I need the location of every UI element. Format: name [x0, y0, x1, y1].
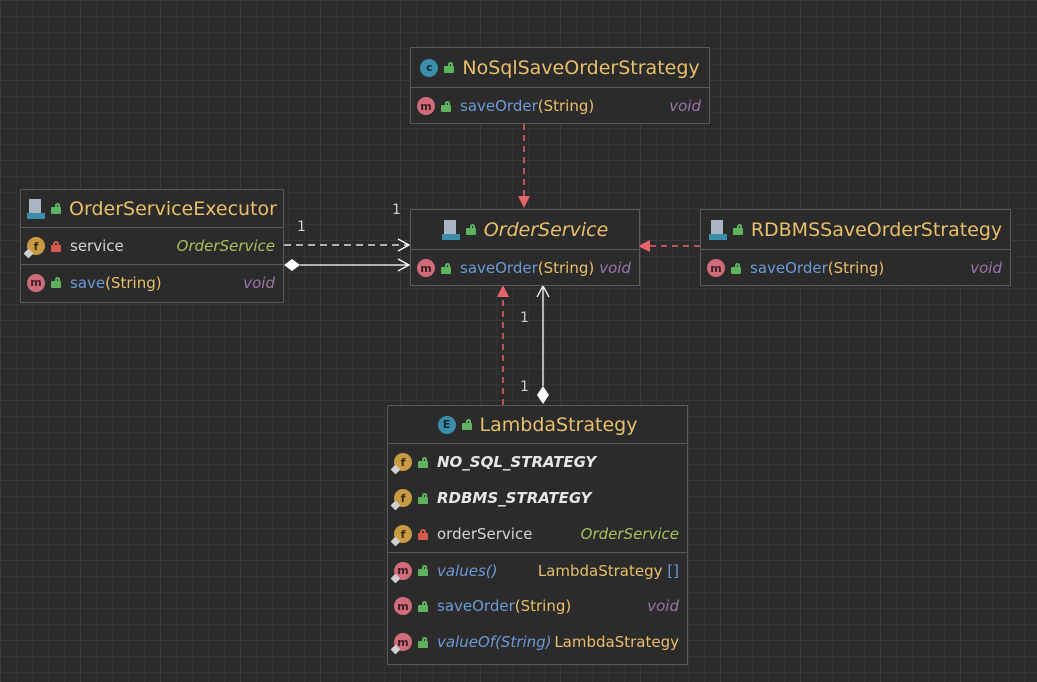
public-lock-icon [418, 636, 428, 648]
method-name: valueOf [437, 633, 496, 651]
private-lock-icon [51, 240, 61, 252]
class-header: OrderService [411, 210, 639, 250]
method-params: (String) [514, 597, 572, 615]
public-lock-icon [418, 565, 428, 576]
executor-composition-arrowhead [397, 258, 411, 272]
class-node-executor[interactable]: OrderServiceExecutor f service OrderServ… [20, 189, 284, 303]
method-params: (String) [495, 633, 552, 651]
multiplicity-lambda-upper: 1 [520, 310, 529, 326]
executor-composition-diamond [284, 259, 300, 271]
method-return-type: void [647, 597, 679, 615]
class-header: OrderServiceExecutor [21, 190, 283, 228]
method-name: saveOrder [750, 259, 828, 277]
class-node-lambda[interactable]: E LambdaStrategy f NO_SQL_STRATEGY f RDB… [387, 405, 688, 665]
field-name: service [70, 237, 124, 255]
private-lock-icon [418, 528, 428, 540]
public-lock-icon [444, 62, 455, 73]
interface-file-icon [708, 219, 727, 240]
class-header: E LambdaStrategy [388, 406, 687, 444]
class-name: OrderService [483, 218, 609, 241]
field-icon: f [394, 489, 412, 507]
method-icon: m [27, 273, 45, 292]
method-params: (String) [105, 273, 162, 292]
public-lock-icon [51, 203, 62, 214]
method-row[interactable]: m saveOrder (String) void [388, 588, 687, 624]
method-name: saveOrder [460, 259, 538, 277]
public-lock-icon [441, 100, 451, 112]
lambda-composition-diamond [537, 386, 549, 404]
public-lock-icon [418, 600, 428, 612]
lambda-composition-arrowhead [536, 284, 550, 298]
public-lock-icon [418, 456, 428, 468]
field-type: OrderService [580, 525, 679, 543]
method-return-type: void [599, 259, 631, 277]
method-return-type: void [970, 259, 1002, 277]
method-row[interactable]: m saveOrder (String) void [411, 88, 709, 124]
class-name: LambdaStrategy [479, 413, 638, 436]
public-lock-icon [461, 419, 472, 430]
multiplicity-orderservice: 1 [392, 202, 401, 218]
interface-file-icon [27, 198, 46, 219]
multiplicity-executor: 1 [297, 219, 306, 235]
field-icon: f [394, 525, 412, 543]
method-name: saveOrder [437, 597, 515, 615]
class-node-orderservice[interactable]: OrderService m saveOrder (String) void [410, 209, 640, 286]
public-lock-icon [51, 277, 61, 288]
field-name: orderService [437, 525, 533, 543]
public-lock-icon [732, 224, 743, 235]
public-lock-icon [418, 492, 428, 504]
public-lock-icon [465, 224, 476, 235]
public-lock-icon [731, 262, 741, 274]
method-params: (String) [827, 259, 885, 277]
class-name: RDBMSSaveOrderStrategy [750, 218, 1003, 241]
method-icon: m [394, 633, 412, 651]
method-icon: m [394, 597, 412, 615]
method-name: saveOrder [460, 97, 538, 115]
field-row[interactable]: f RDBMS_STRATEGY [388, 480, 687, 516]
array-suffix: [] [667, 561, 679, 580]
method-params: (String) [537, 97, 595, 115]
class-node-nosql[interactable]: c NoSqlSaveOrderStrategy m saveOrder (St… [410, 47, 710, 124]
public-lock-icon [441, 262, 451, 274]
field-row[interactable]: f NO_SQL_STRATEGY [388, 444, 687, 480]
method-row[interactable]: m values () LambdaStrategy [] [388, 552, 687, 588]
enum-kind-icon: E [437, 415, 456, 434]
class-name: NoSqlSaveOrderStrategy [462, 56, 700, 79]
method-icon: m [707, 259, 725, 277]
method-return-type: void [669, 97, 701, 115]
method-row[interactable]: m valueOf (String) LambdaStrategy [388, 624, 687, 660]
field-name: RDBMS_STRATEGY [437, 489, 592, 507]
field-type: OrderService [176, 237, 275, 255]
field-row[interactable]: f orderService OrderService [388, 516, 687, 552]
class-kind-icon: c [420, 58, 439, 77]
method-params: (String) [537, 259, 595, 277]
method-return-type: LambdaStrategy [554, 633, 679, 651]
method-row[interactable]: m saveOrder (String) void [411, 250, 639, 286]
method-row[interactable]: m save (String) void [21, 264, 283, 300]
class-header: RDBMSSaveOrderStrategy [701, 210, 1010, 250]
multiplicity-lambda-lower: 1 [520, 379, 529, 395]
method-name: values [437, 561, 486, 580]
executor-dependency-arrowhead [397, 238, 411, 252]
method-return-type: void [243, 273, 275, 292]
field-row[interactable]: f service OrderService [21, 228, 283, 264]
method-name: save [70, 273, 106, 292]
class-name: OrderServiceExecutor [69, 197, 277, 220]
method-icon: m [394, 561, 412, 580]
method-return-type: LambdaStrategy [] [538, 562, 679, 580]
field-name: NO_SQL_STRATEGY [437, 453, 597, 471]
interface-file-icon [441, 219, 460, 240]
class-node-rdbms[interactable]: RDBMSSaveOrderStrategy m saveOrder (Stri… [700, 209, 1011, 286]
method-icon: m [417, 259, 435, 277]
method-icon: m [417, 97, 435, 115]
method-params: () [485, 561, 498, 580]
field-icon: f [27, 237, 45, 255]
class-header: c NoSqlSaveOrderStrategy [411, 48, 709, 88]
method-row[interactable]: m saveOrder (String) void [701, 250, 1010, 286]
return-type-name: LambdaStrategy [537, 561, 663, 580]
field-icon: f [394, 453, 412, 471]
